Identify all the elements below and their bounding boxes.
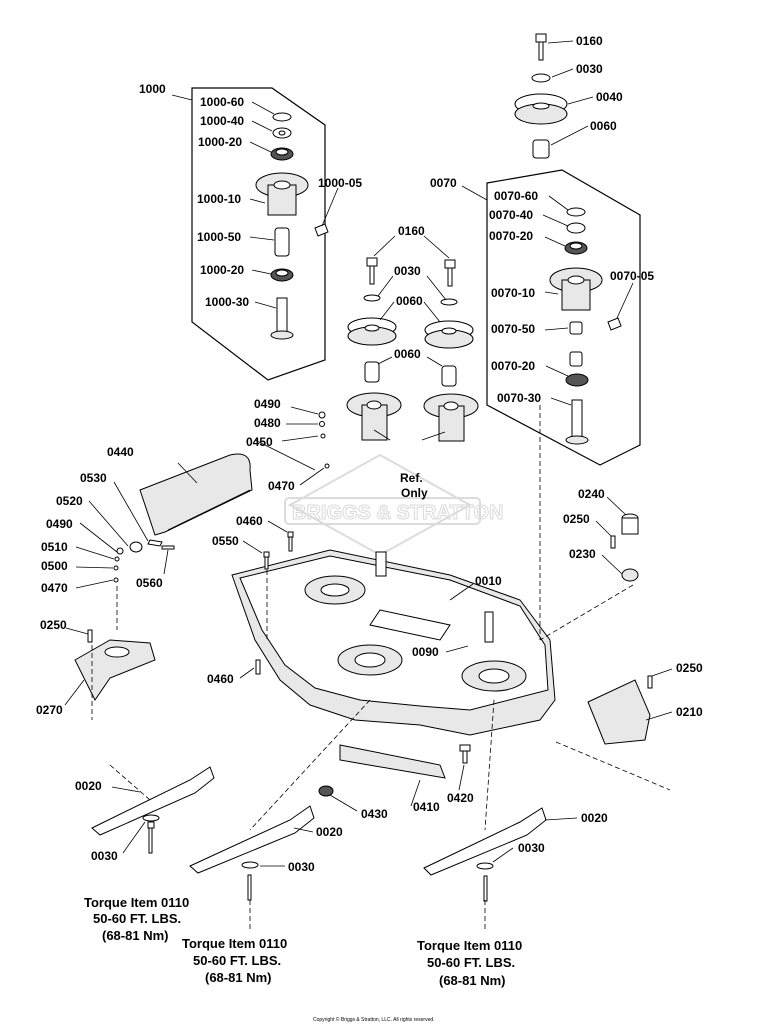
mower-deck-housing: 0010 0090 0460 0550 0460 (116, 405, 634, 736)
torque-center-line3: (68-81 Nm) (205, 970, 271, 985)
label-0490-left: 0490 (46, 517, 73, 531)
torque-left-line1: Torque Item 0110 (84, 895, 189, 910)
blade-right: 0020 0030 Torque Item 0110 50-60 FT. LBS… (417, 699, 608, 988)
label-0090: 0090 (412, 645, 439, 659)
label-1000: 1000 (139, 82, 166, 96)
label-0230: 0230 (569, 547, 596, 561)
label-0520: 0520 (56, 494, 83, 508)
label-1000-50: 1000-50 (197, 230, 241, 244)
label-0160-top: 0160 (576, 34, 603, 48)
label-0030-top: 0030 (576, 62, 603, 76)
torque-right-line1: Torque Item 0110 (417, 938, 522, 953)
ref-only-line1: Ref. (400, 471, 423, 485)
spindle-assembly-0070: 0070 0070-60 0070-40 0070-20 0070-05 007… (430, 169, 654, 466)
discharge-cover-left: 0250 0270 (36, 618, 156, 720)
baffle-group: 0430 0410 0420 (318, 744, 474, 821)
label-1000-60: 1000-60 (200, 95, 244, 109)
belt-cover-group: 0440 0530 0520 0490 0510 0500 0470 0560 … (41, 397, 330, 595)
copyright-notice: Copyright © Briggs & Stratton, LLC. All … (313, 1016, 435, 1023)
torque-right-line3: (68-81 Nm) (439, 973, 505, 988)
label-0030-left: 0030 (91, 849, 118, 863)
label-0020-left: 0020 (75, 779, 102, 793)
label-0420: 0420 (447, 791, 474, 805)
deck-wheel-hardware-right: 0240 0250 0230 (563, 487, 639, 582)
spindle-assembly-1000: 1000 1000-60 1000-40 1000-20 1000-10 100… (139, 82, 362, 381)
label-0240: 0240 (578, 487, 605, 501)
label-0410: 0410 (413, 800, 440, 814)
label-0500: 0500 (41, 559, 68, 573)
brand-watermark: BRIGGS & STRATTON (284, 453, 504, 557)
label-0470-upper: 0470 (268, 479, 295, 493)
blade-center: 0020 0030 Torque Item 0110 50-60 FT. LBS… (182, 699, 371, 985)
label-1000-20: 1000-20 (198, 135, 242, 149)
label-1000-20-lower: 1000-20 (200, 263, 244, 277)
label-0070-20-lower: 0070-20 (491, 359, 535, 373)
label-0480: 0480 (254, 416, 281, 430)
label-0070: 0070 (430, 176, 457, 190)
center-pulley-stacks: 0160 0030 0060 0060 Ref. Only (346, 224, 479, 500)
label-0010: 0010 (475, 574, 502, 588)
label-0560: 0560 (136, 576, 163, 590)
label-0490-upper: 0490 (254, 397, 281, 411)
label-0030-right: 0030 (518, 841, 545, 855)
label-0040: 0040 (596, 90, 623, 104)
torque-center-line2: 50-60 FT. LBS. (193, 953, 281, 968)
label-0250-right: 0250 (676, 661, 703, 675)
label-0550: 0550 (212, 534, 239, 548)
label-0460-upper: 0460 (236, 514, 263, 528)
label-0020-right: 0020 (581, 811, 608, 825)
label-0430: 0430 (361, 807, 388, 821)
label-0060-top: 0060 (590, 119, 617, 133)
label-0060-center-lower: 0060 (394, 347, 421, 361)
blade-left: 0020 0030 Torque Item 0110 50-60 FT. LBS… (75, 764, 215, 943)
label-0070-10: 0070-10 (491, 286, 535, 300)
label-1000-10: 1000-10 (197, 192, 241, 206)
label-0250-upper-right: 0250 (563, 512, 590, 526)
label-0070-50: 0070-50 (491, 322, 535, 336)
label-0440: 0440 (107, 445, 134, 459)
label-0450: 0450 (246, 435, 273, 449)
torque-center-line1: Torque Item 0110 (182, 936, 287, 951)
torque-left-line2: 50-60 FT. LBS. (93, 911, 181, 926)
label-0030-center: 0030 (394, 264, 421, 278)
label-0510: 0510 (41, 540, 68, 554)
label-0070-60: 0070-60 (494, 189, 538, 203)
watermark-text: BRIGGS & STRATTON (292, 502, 503, 524)
ref-only-line2: Only (401, 486, 428, 500)
label-1000-40: 1000-40 (200, 114, 244, 128)
label-0530: 0530 (80, 471, 107, 485)
label-1000-30: 1000-30 (205, 295, 249, 309)
label-0030-center-lower: 0030 (288, 860, 315, 874)
label-0250-left: 0250 (40, 618, 67, 632)
label-0460-lower: 0460 (207, 672, 234, 686)
torque-right-line2: 50-60 FT. LBS. (427, 955, 515, 970)
label-0060-center-upper: 0060 (396, 294, 423, 308)
label-0070-30: 0070-30 (497, 391, 541, 405)
label-1000-05: 1000-05 (318, 176, 362, 190)
label-0070-05: 0070-05 (610, 269, 654, 283)
label-0210: 0210 (676, 705, 703, 719)
label-0160-center: 0160 (398, 224, 425, 238)
label-0070-40: 0070-40 (489, 208, 533, 222)
torque-left-line3: (68-81 Nm) (102, 928, 168, 943)
label-0020-center: 0020 (316, 825, 343, 839)
label-0470-left: 0470 (41, 581, 68, 595)
label-0070-20: 0070-20 (489, 229, 533, 243)
label-0270: 0270 (36, 703, 63, 717)
discharge-deflector-right: 0250 0210 (555, 661, 703, 791)
pulley-stack-right: 0160 0030 0040 0060 (514, 33, 623, 159)
